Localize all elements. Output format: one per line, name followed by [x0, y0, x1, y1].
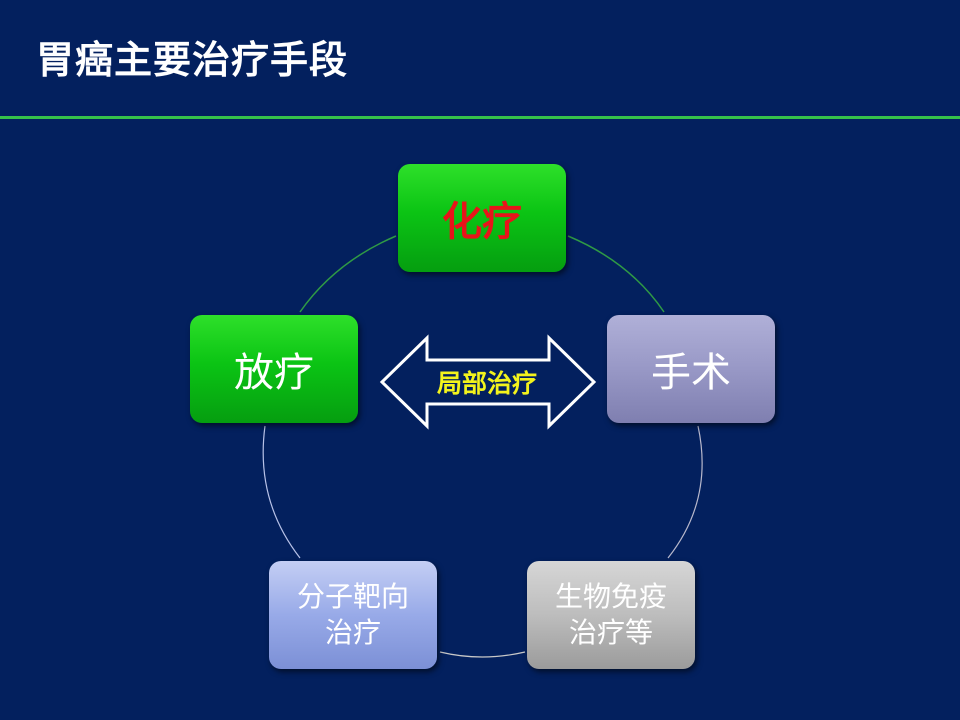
connector-targeted-radio — [262, 425, 301, 559]
node-targeted-therapy: 分子靶向 治疗 — [269, 561, 437, 669]
local-treatment-label: 局部治疗 — [436, 369, 537, 398]
node-radiotherapy-label: 放疗 — [234, 350, 314, 396]
node-biological-immunotherapy-label: 生物免疫 治疗等 — [554, 579, 667, 649]
node-chemotherapy-label: 化疗 — [442, 199, 522, 245]
node-targeted-therapy-label: 分子靶向 治疗 — [296, 579, 409, 649]
double-arrow-icon — [379, 334, 597, 430]
connector-immuno-targeted — [439, 651, 526, 658]
node-biological-immunotherapy: 生物免疫 治疗等 — [527, 561, 695, 669]
connector-radio-chemo — [299, 235, 397, 313]
node-surgery: 手术 — [607, 315, 775, 423]
node-chemotherapy: 化疗 — [398, 164, 566, 272]
slide-title: 胃癌主要治疗手段 — [36, 38, 349, 82]
title-divider — [0, 116, 960, 119]
node-surgery-label: 手术 — [651, 350, 731, 396]
connector-chemo-surgery — [567, 235, 665, 313]
node-radiotherapy: 放疗 — [190, 315, 358, 423]
connector-surgery-immuno — [667, 425, 703, 559]
